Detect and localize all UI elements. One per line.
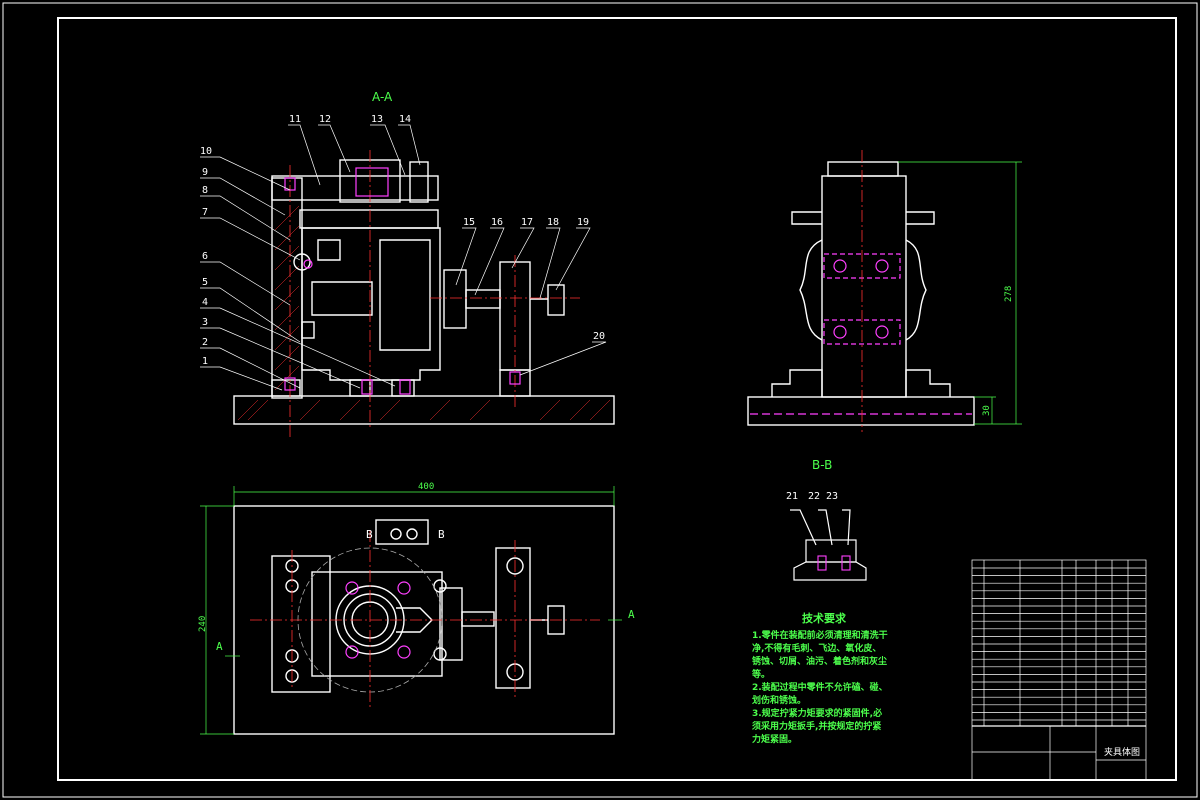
- top-view-centerlines: [250, 530, 600, 710]
- balloon-18: 18: [547, 217, 560, 228]
- balloon-21: 21: [786, 491, 799, 502]
- balloon-5: 5: [202, 277, 209, 288]
- top-view-fasteners: [345, 581, 411, 659]
- technical-requirement-line: 2.装配过程中零件不允许磕、碰、: [752, 683, 888, 693]
- dimension-base-30: 30: [982, 405, 992, 416]
- title-block-drawing-name: 夹具体图: [1104, 748, 1141, 758]
- balloon-1: 1: [202, 356, 209, 367]
- section-bb-title: B-B: [812, 458, 833, 472]
- technical-requirement-line: 3.规定拧紧力矩要求的紧固件,必: [752, 709, 883, 719]
- balloon-16: 16: [491, 217, 504, 228]
- balloon-7: 7: [202, 207, 209, 218]
- balloon-22: 22: [808, 491, 821, 502]
- balloon-15: 15: [463, 217, 476, 228]
- balloon-10: 10: [200, 146, 213, 157]
- balloon-4: 4: [202, 297, 209, 308]
- balloon-9: 9: [202, 167, 209, 178]
- side-view: [747, 161, 975, 426]
- technical-requirement-line: 须采用力矩扳手,并按规定的拧紧: [752, 722, 882, 732]
- balloon-20: 20: [593, 331, 606, 342]
- balloon-14: 14: [399, 114, 412, 125]
- cut-mark-b-left: B: [366, 528, 373, 541]
- balloon-12: 12: [319, 114, 332, 125]
- base-hatch: [237, 399, 611, 421]
- cut-mark-a-right: A: [628, 608, 635, 621]
- section-aa-title: A-A: [372, 90, 393, 104]
- balloon-17: 17: [521, 217, 534, 228]
- cut-mark-b-right: B: [438, 528, 445, 541]
- technical-requirement-line: 划伤和锈蚀。: [752, 696, 807, 706]
- technical-requirements-title: 技术要求: [802, 612, 846, 625]
- balloon-8: 8: [202, 185, 209, 196]
- section-bb-fasteners: [817, 555, 851, 571]
- section-bb-view: [790, 509, 867, 581]
- section-aa-leaders: [200, 124, 607, 391]
- balloon-23: 23: [826, 491, 839, 502]
- side-view-dimensions: [898, 161, 1022, 425]
- side-view-fasteners: [750, 253, 972, 415]
- balloon-3: 3: [202, 317, 209, 328]
- top-view-dimensions: [200, 486, 622, 735]
- cut-mark-a-left: A: [216, 640, 223, 653]
- dimension-height-278: 278: [1004, 285, 1014, 302]
- section-aa-fasteners: [284, 167, 521, 395]
- section-aa-view: [233, 159, 615, 425]
- balloon-2: 2: [202, 337, 209, 348]
- dimension-height-240: 240: [198, 615, 208, 632]
- technical-requirement-line: 锈蚀、切屑、油污、着色剂和灰尘: [752, 657, 888, 667]
- technical-requirement-line: 1.零件在装配前必须清理和清洗干: [752, 631, 888, 641]
- balloon-11: 11: [289, 114, 302, 125]
- balloon-19: 19: [577, 217, 590, 228]
- dimension-width-400: 400: [418, 482, 435, 492]
- parts-list-table: [971, 559, 1147, 781]
- technical-requirement-line: 力矩紧固。: [752, 735, 798, 745]
- balloon-6: 6: [202, 251, 209, 262]
- technical-requirement-line: 等。: [752, 670, 771, 680]
- balloon-13: 13: [371, 114, 384, 125]
- technical-requirement-line: 净,不得有毛刺、飞边、氧化皮、: [752, 644, 882, 654]
